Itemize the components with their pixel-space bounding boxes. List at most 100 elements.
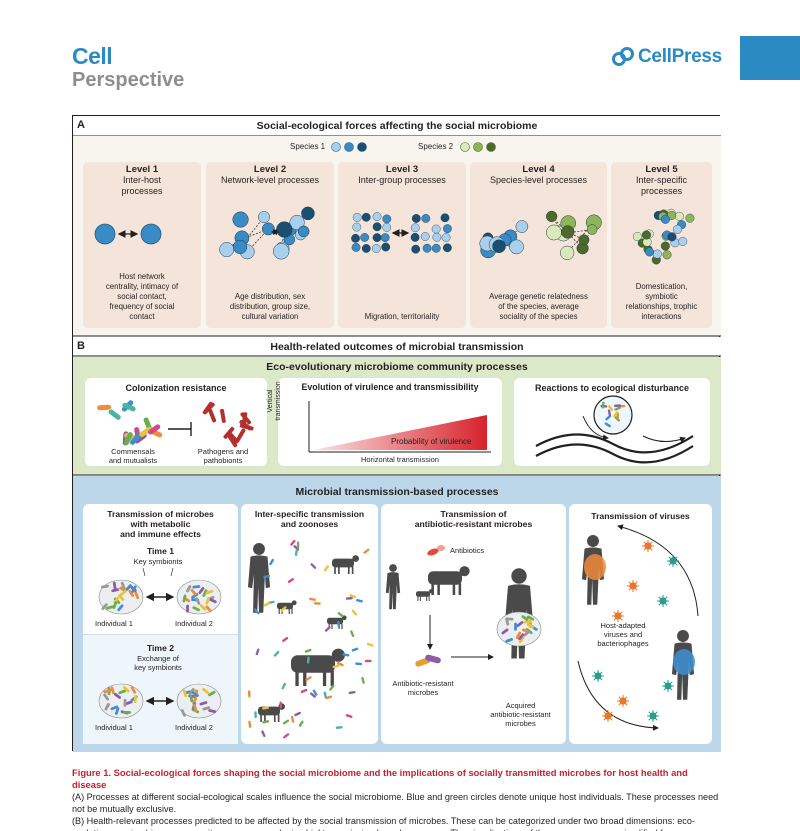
antibiotics-label: Antibiotics <box>450 546 485 555</box>
microbe <box>293 545 300 551</box>
microbe <box>345 714 353 718</box>
pathogen-bacterium <box>236 428 246 442</box>
torso-shape <box>258 706 280 716</box>
host-circle <box>667 232 677 242</box>
level-2-box <box>206 162 334 328</box>
virus-capsid <box>644 542 652 550</box>
microbe <box>514 622 517 631</box>
microbe <box>345 596 353 600</box>
microbe <box>261 730 266 738</box>
body-shape <box>385 572 401 610</box>
commensals-label: Commensals and mutualists <box>108 447 158 465</box>
virus-capsid <box>614 612 622 620</box>
torso-shape <box>332 558 354 568</box>
microbe <box>180 709 186 717</box>
microbe <box>205 596 210 605</box>
microbe <box>613 411 619 418</box>
microbe <box>351 609 358 616</box>
cellpress-logo: CellPress <box>612 46 722 68</box>
level-3-name: Level 3 <box>385 164 419 175</box>
leg-shape <box>437 583 440 595</box>
virus-particle <box>642 540 654 552</box>
leg-shape <box>428 596 430 601</box>
level-3-box <box>338 162 466 328</box>
panel-b-title: Health-related outcomes of microbial tra… <box>270 341 524 353</box>
resistant-microbes-label: Antibiotic-resistant microbes <box>392 679 454 697</box>
host-circle <box>411 244 421 254</box>
host-circle <box>360 233 370 242</box>
host-circle <box>443 224 452 234</box>
bacteria-illustration <box>97 400 254 448</box>
microbe <box>523 630 531 637</box>
commensal-bacterium <box>122 402 136 412</box>
microbe <box>348 690 356 695</box>
microbe <box>283 733 290 739</box>
head-shape <box>677 630 689 642</box>
host-circle <box>140 223 162 245</box>
microbe <box>263 574 271 579</box>
virulence-title: Evolution of virulence and transmissibil… <box>301 382 479 392</box>
microbe <box>313 602 321 605</box>
microbe <box>323 565 330 572</box>
head-shape <box>511 568 527 584</box>
microbe <box>505 617 514 621</box>
head-shape <box>389 564 397 572</box>
caption-title: Figure 1. Social-ecological forces shapi… <box>72 767 688 790</box>
microbe <box>134 591 140 600</box>
microbe <box>191 691 199 697</box>
panel-b-header-bar <box>73 337 721 356</box>
leg-shape <box>330 670 334 686</box>
microbe <box>189 694 194 703</box>
microbe <box>364 659 372 663</box>
microbe <box>290 715 295 723</box>
microbe <box>101 603 108 610</box>
host-circle <box>352 222 362 232</box>
microbe <box>323 691 327 699</box>
human-silhouette <box>247 543 271 613</box>
leg-shape <box>264 714 266 722</box>
microbe <box>355 662 363 666</box>
microbe <box>337 620 341 628</box>
host-circle <box>678 236 688 246</box>
level-4-subtitle: Species-level processes <box>489 175 588 185</box>
eco-evo-title: Eco-evolutionary microbiome community pr… <box>266 361 528 373</box>
torso-shape <box>291 655 335 673</box>
microbe <box>294 711 301 717</box>
microbe <box>515 631 522 640</box>
host-circle <box>578 234 590 246</box>
host-circle <box>410 223 420 233</box>
microbe <box>248 720 252 728</box>
host-circle <box>652 249 662 259</box>
cow-silhouette <box>428 566 470 595</box>
microbe <box>205 605 212 613</box>
microbe <box>604 422 611 428</box>
leg-shape <box>288 608 290 614</box>
host-circle <box>258 211 270 224</box>
leg-shape <box>351 566 354 574</box>
microbe <box>281 682 286 690</box>
microbe <box>614 406 621 411</box>
level-4-description: Average genetic relatedness of the speci… <box>489 292 588 321</box>
host-circle <box>560 245 575 260</box>
microbe <box>118 594 125 601</box>
host-circle <box>410 232 420 242</box>
cellpress-icon <box>612 47 634 66</box>
microbe <box>306 656 310 664</box>
human-silhouette <box>385 564 401 610</box>
microbe <box>350 630 355 638</box>
acquired-resistant-label: Acquired antibiotic-resistant microbes <box>490 701 551 728</box>
virus-capsid <box>619 697 627 705</box>
panel-a-header-bar <box>73 116 721 136</box>
microbe <box>269 558 274 566</box>
species-legend <box>331 142 496 152</box>
level-2-subtitle: Network-level processes <box>220 175 320 185</box>
virus-particle <box>592 670 604 682</box>
microbe <box>123 698 127 707</box>
host-circle <box>546 224 562 241</box>
vertical-transmission-label: Vertical transmission <box>267 381 282 421</box>
microbe <box>363 548 370 554</box>
host-circle <box>442 243 452 253</box>
microbe <box>337 662 344 667</box>
microbe <box>182 689 188 698</box>
transmission-arc <box>577 660 659 731</box>
